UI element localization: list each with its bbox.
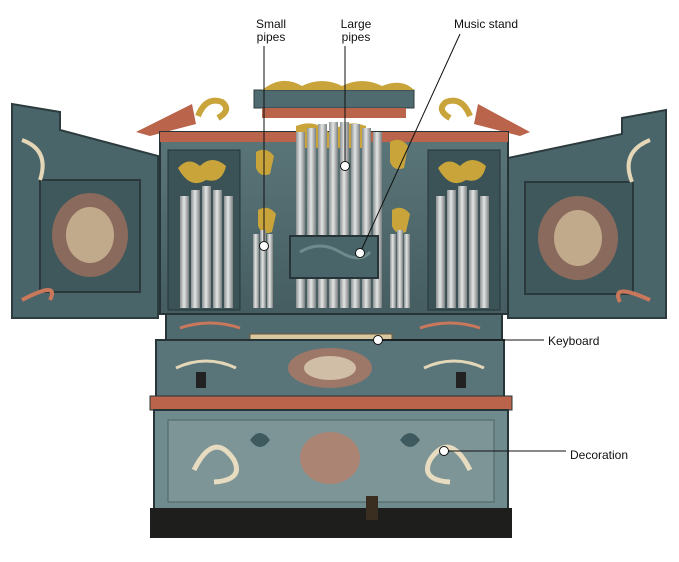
decoration-label: Decoration [570,448,629,462]
callout-decoration [439,446,566,456]
left-tower-pipes [180,186,233,308]
music-stand [289,235,379,279]
callout-music-stand [355,33,461,258]
music-stand-label: Music stand [454,17,519,31]
large-pipes-label-line2: pipes [341,30,371,44]
right-door [507,108,667,319]
lower-case [149,339,513,538]
right-tower-pipes [436,186,489,308]
small-pipes-label-line1: Small [255,17,286,31]
small-pipes [253,230,410,308]
small-pipes-label-line2: pipes [256,30,286,44]
large-pipes-label-line1: Large [340,17,372,31]
small-pipes-label: Small pipes [246,18,296,44]
keyboard-label: Keyboard [548,334,600,348]
callout-keyboard [373,335,544,345]
large-pipes-label: Large pipes [328,18,384,44]
callout-large-pipes [340,46,350,171]
top-cresting [136,80,530,136]
left-door [11,102,159,319]
callout-small-pipes [259,46,269,251]
large-pipes [296,122,382,308]
